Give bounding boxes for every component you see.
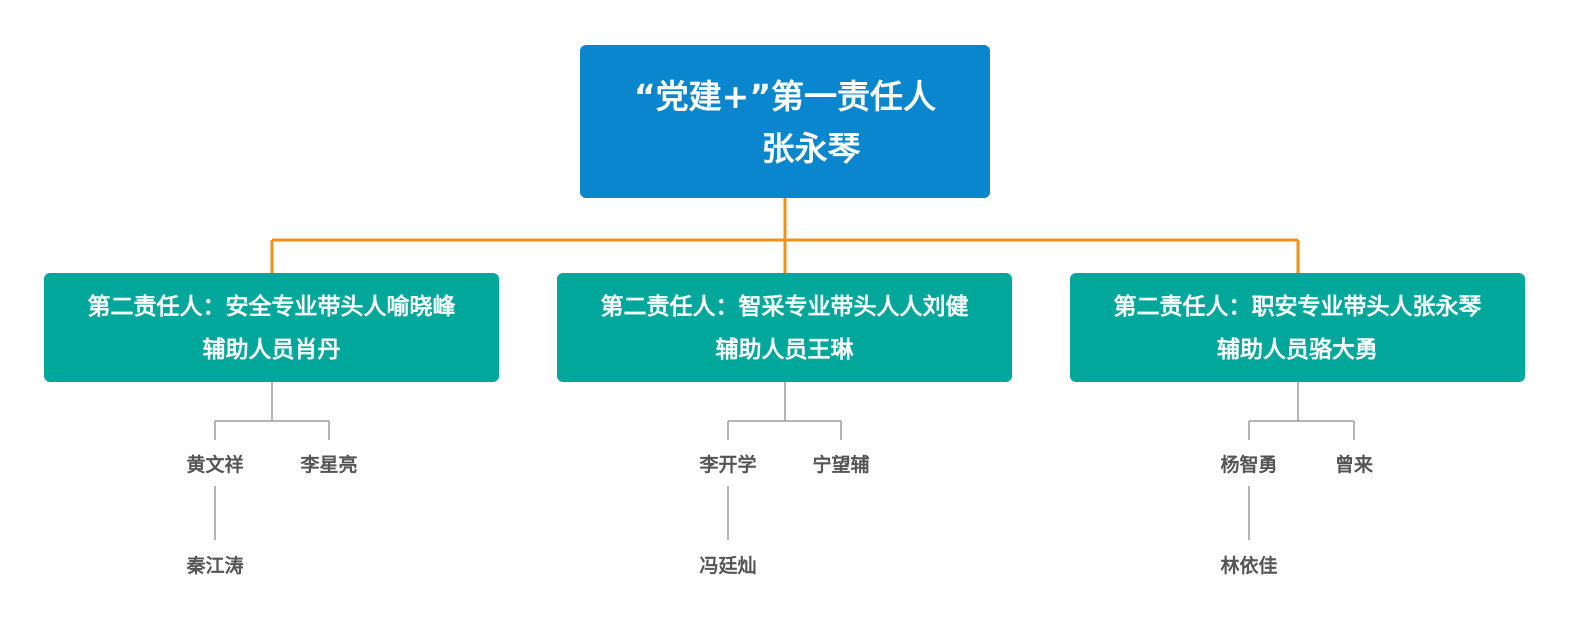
member-name: 冯廷灿 (699, 555, 757, 577)
branch-assistant-label: 辅助人员王琳 (715, 336, 854, 363)
member-name: 李开学 (699, 454, 757, 476)
branch-node-occupational-safety: 第二责任人：职安专业带头人张永琴 辅助人员骆大勇 (1070, 273, 1525, 382)
branch-node-safety: 第二责任人：安全专业带头人喻晓峰 辅助人员肖丹 (44, 273, 499, 382)
member-name: 曾来 (1334, 454, 1374, 476)
root-name: 张永琴 (761, 128, 861, 168)
member-name: 林依佳 (1220, 555, 1278, 577)
member-name: 秦江涛 (186, 555, 244, 577)
member-name: 黄文祥 (186, 454, 244, 476)
branch-responsible-label: 第二责任人：智采专业带头人人刘健 (600, 293, 969, 320)
member-name: 李星亮 (300, 454, 358, 476)
branch-node-smart-mining: 第二责任人：智采专业带头人人刘健 辅助人员王琳 (557, 273, 1012, 382)
root-node: “党建+”第一责任人 张永琴 (580, 45, 990, 198)
branch-assistant-label: 辅助人员肖丹 (202, 336, 341, 363)
branch-responsible-label: 第二责任人：安全专业带头人喻晓峰 (87, 293, 456, 320)
root-title: “党建+”第一责任人 (633, 76, 937, 116)
branch-assistant-label: 辅助人员骆大勇 (1217, 336, 1378, 363)
member-name: 宁望辅 (812, 454, 870, 476)
branch-responsible-label: 第二责任人：职安专业带头人张永琴 (1113, 293, 1482, 320)
member-name: 杨智勇 (1220, 454, 1278, 476)
